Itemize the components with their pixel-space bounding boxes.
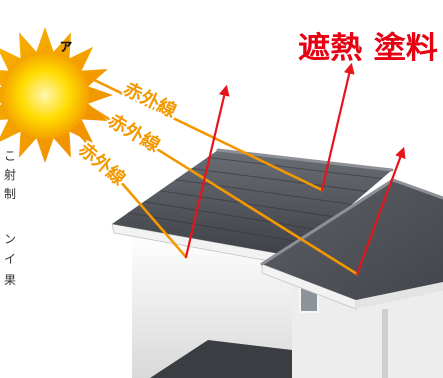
roof-shingle-row xyxy=(143,201,323,231)
side-fragment: 射 xyxy=(4,167,16,182)
infrared-rays xyxy=(72,74,359,276)
downpipe xyxy=(382,309,388,378)
roof-shingle-row xyxy=(127,212,308,244)
reflected-arrow-3 xyxy=(355,146,406,276)
sun-icon xyxy=(0,27,113,163)
right-roof-ridge xyxy=(260,178,395,266)
wall-left xyxy=(132,232,292,378)
side-fragment: 制 xyxy=(4,187,16,201)
reflected-rays xyxy=(184,62,406,276)
reflected-arrow-1 xyxy=(320,62,355,192)
infrared-ray-3 xyxy=(72,126,188,259)
reflected-arrow-2 xyxy=(184,84,230,259)
roof-shingle-row xyxy=(175,179,353,205)
infrared-ray-2 xyxy=(86,104,359,276)
side-fragment: 果 xyxy=(4,273,16,287)
main-roof-shingles xyxy=(127,156,383,244)
right-roof-ridge-cap xyxy=(391,178,443,200)
side-fragment: こ xyxy=(4,149,16,163)
title: 遮熱 塗料 xyxy=(298,31,438,66)
right-roof-fascia-front xyxy=(356,282,443,309)
roof-shingle-row xyxy=(191,168,368,192)
top-text-fragment: ァ xyxy=(58,36,73,54)
infrared-label-3: 赤外線 xyxy=(74,138,130,190)
side-fragment: イ xyxy=(4,252,16,266)
side-text-fragments: こ 射 制 ン イ 果 xyxy=(4,149,16,287)
house-illustration xyxy=(111,148,443,378)
sun-body xyxy=(1,51,89,139)
lower-roof xyxy=(150,340,292,378)
roof-shingle-row xyxy=(159,190,338,218)
infrared-label-2: 赤外線 xyxy=(104,109,163,156)
right-roof xyxy=(262,180,443,300)
roof-shingle-row xyxy=(207,156,383,180)
infrared-ray-1 xyxy=(84,74,324,192)
infrared-label-1: 赤外線 xyxy=(120,78,180,122)
side-fragment: ン xyxy=(4,232,16,246)
